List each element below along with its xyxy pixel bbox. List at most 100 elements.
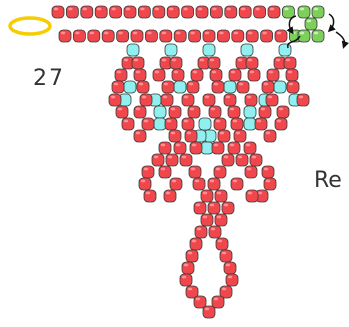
- red-bead: [250, 154, 262, 166]
- red-bead: [161, 94, 173, 106]
- red-bead: [262, 166, 274, 178]
- red-bead: [224, 262, 236, 274]
- cyan-bead: [244, 118, 256, 130]
- red-bead: [209, 226, 221, 238]
- red-bead: [187, 81, 199, 93]
- cyan-bead: [224, 81, 236, 93]
- red-bead: [212, 142, 224, 154]
- red-bead: [172, 69, 184, 81]
- red-bead: [261, 30, 273, 42]
- red-bead: [212, 81, 224, 93]
- red-bead: [139, 178, 151, 190]
- red-bead: [287, 81, 299, 93]
- red-bead: [297, 94, 309, 106]
- red-bead: [264, 178, 276, 190]
- red-bead: [66, 6, 78, 18]
- red-bead: [220, 250, 232, 262]
- red-bead: [112, 81, 124, 93]
- red-bead: [189, 30, 201, 42]
- red-bead: [209, 106, 221, 118]
- red-bead: [162, 81, 174, 93]
- red-bead: [244, 142, 256, 154]
- red-bead: [215, 214, 227, 226]
- cyan-bead: [127, 44, 139, 56]
- red-bead: [203, 94, 215, 106]
- red-bead: [246, 190, 258, 202]
- red-bead: [231, 118, 243, 130]
- red-bead: [170, 178, 182, 190]
- red-bead: [203, 306, 215, 318]
- red-bead: [153, 6, 165, 18]
- red-bead: [203, 30, 215, 42]
- green-bead: [312, 30, 324, 42]
- red-bead: [164, 190, 176, 202]
- green-bead: [312, 6, 324, 18]
- red-bead: [191, 69, 203, 81]
- red-bead: [262, 81, 274, 93]
- red-bead: [165, 118, 177, 130]
- red-bead: [142, 166, 154, 178]
- red-bead: [138, 6, 150, 18]
- red-bead: [259, 106, 271, 118]
- red-bead: [186, 250, 198, 262]
- side-label: Re: [314, 168, 342, 193]
- red-bead: [217, 30, 229, 42]
- red-bead: [277, 106, 289, 118]
- red-bead: [195, 226, 207, 238]
- red-bead: [185, 130, 197, 142]
- red-bead: [286, 69, 298, 81]
- red-bead: [115, 69, 127, 81]
- red-bead: [234, 130, 246, 142]
- red-bead: [210, 69, 222, 81]
- red-bead: [267, 69, 279, 81]
- red-bead: [275, 118, 287, 130]
- red-bead: [246, 57, 258, 69]
- red-bead: [228, 142, 240, 154]
- red-bead: [142, 118, 154, 130]
- red-bead: [239, 6, 251, 18]
- red-bead: [152, 154, 164, 166]
- red-bead: [275, 30, 287, 42]
- red-bead: [264, 130, 276, 142]
- red-bead: [137, 81, 149, 93]
- red-bead: [110, 6, 122, 18]
- red-bead: [218, 130, 230, 142]
- red-bead: [208, 178, 220, 190]
- red-bead: [182, 94, 194, 106]
- red-bead: [140, 94, 152, 106]
- red-bead: [248, 69, 260, 81]
- red-bead: [88, 30, 100, 42]
- red-bead: [160, 30, 172, 42]
- cyan-bead: [154, 106, 166, 118]
- red-bead: [225, 6, 237, 18]
- red-bead: [232, 30, 244, 42]
- red-bead: [167, 6, 179, 18]
- red-bead: [174, 30, 186, 42]
- red-bead: [180, 274, 192, 286]
- red-bead: [194, 296, 206, 308]
- red-bead: [245, 166, 257, 178]
- red-bead: [196, 6, 208, 18]
- red-bead: [190, 238, 202, 250]
- red-bead: [159, 142, 171, 154]
- red-bead: [169, 106, 181, 118]
- red-bead: [228, 106, 240, 118]
- red-bead: [194, 202, 206, 214]
- cyan-bead: [201, 142, 213, 154]
- red-bead: [215, 190, 227, 202]
- red-bead: [182, 118, 194, 130]
- red-bead: [224, 94, 236, 106]
- red-bead: [182, 6, 194, 18]
- cyan-bead: [279, 44, 291, 56]
- red-bead: [210, 6, 222, 18]
- cyan-bead: [203, 44, 215, 56]
- red-bead: [214, 166, 226, 178]
- red-bead: [174, 142, 186, 154]
- cyan-bead: [244, 106, 256, 118]
- red-bead: [81, 6, 93, 18]
- red-bead: [266, 94, 278, 106]
- red-bead: [145, 30, 157, 42]
- red-bead: [216, 238, 228, 250]
- red-bead: [188, 106, 200, 118]
- red-bead: [212, 296, 224, 308]
